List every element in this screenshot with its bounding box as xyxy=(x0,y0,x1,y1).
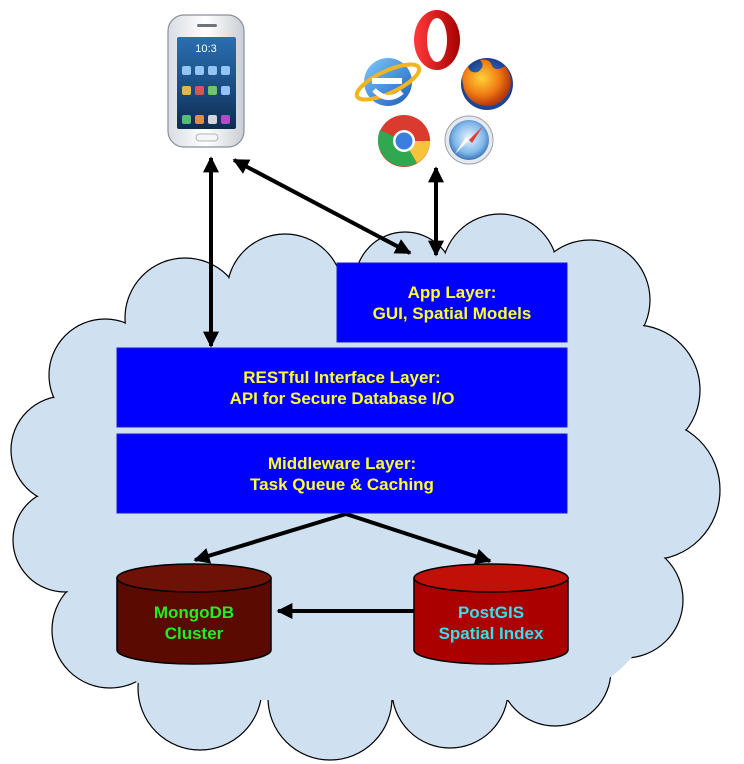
opera-icon xyxy=(414,10,460,70)
connection-arrows xyxy=(193,156,492,619)
smartphone-icon: 10:3 xyxy=(167,14,245,148)
svg-text:10:3: 10:3 xyxy=(195,43,216,55)
postgis-title: PostGIS xyxy=(458,603,524,622)
middleware-layer-title: Middleware Layer: xyxy=(268,454,416,473)
restful-layer-box: RESTful Interface Layer: API for Secure … xyxy=(116,347,568,428)
postgis-database: PostGIS Spatial Index xyxy=(413,563,569,665)
app-layer-box: App Layer: GUI, Spatial Models xyxy=(336,262,568,343)
app-layer-title: App Layer: xyxy=(408,283,497,302)
mongodb-title: MongoDB xyxy=(154,603,234,622)
middleware-layer-box: Middleware Layer: Task Queue & Caching xyxy=(116,433,568,514)
internet-explorer-icon xyxy=(354,58,422,106)
middleware-layer-subtitle: Task Queue & Caching xyxy=(250,475,434,494)
mongodb-database: MongoDB Cluster xyxy=(116,563,272,665)
middleware-mongodb-arrow xyxy=(193,512,347,564)
app-layer-subtitle: GUI, Spatial Models xyxy=(373,304,532,323)
phone-app-arrow xyxy=(232,158,412,255)
restful-layer-subtitle: API for Secure Database I/O xyxy=(230,389,455,408)
middleware-postgis-arrow xyxy=(345,512,492,565)
safari-icon xyxy=(444,115,494,165)
postgis-subtitle: Spatial Index xyxy=(439,624,544,643)
restful-layer-title: RESTful Interface Layer: xyxy=(243,368,440,387)
mongodb-subtitle: Cluster xyxy=(165,624,224,643)
chrome-icon xyxy=(377,115,430,167)
firefox-icon xyxy=(461,58,513,110)
